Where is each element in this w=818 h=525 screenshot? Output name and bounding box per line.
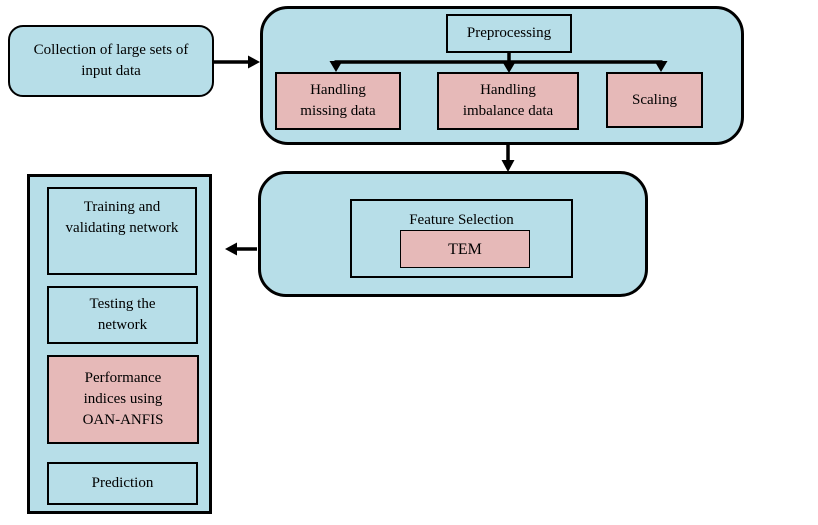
scaling-label: Scaling [632, 91, 677, 108]
feature-selection-label: Feature Selection [409, 212, 514, 228]
scaling-box: Scaling [606, 72, 703, 128]
testing-network-box: Testing the network [47, 286, 198, 344]
preprocessing-box: Preprocessing [446, 14, 572, 53]
testing-network-label: Testing the network [89, 296, 156, 333]
prediction-label: Prediction [91, 475, 154, 491]
arrow-collection-to-preprocessing [214, 55, 260, 69]
training-validating-label: Training and validating network [65, 199, 179, 236]
preprocessing-label: Preprocessing [466, 25, 552, 41]
prediction-box: Prediction [47, 462, 198, 505]
collection-box: Collection of large sets of input data [8, 25, 214, 97]
tem-label: TEM [448, 240, 482, 258]
performance-indices-box: Performance indices using OAN-ANFIS [47, 355, 199, 444]
arrow-feature-selection-to-network [225, 242, 257, 256]
tem-box: TEM [400, 230, 530, 268]
training-validating-box: Training and validating network [47, 187, 197, 275]
collection-label: Collection of large sets of input data [33, 42, 189, 79]
handling-imbalance-data-box: Handling imbalance data [437, 72, 579, 130]
handling-missing-data-box: Handling missing data [275, 72, 401, 130]
feature-selection-box: Feature Selection TEM [350, 199, 573, 278]
arrow-preprocessing-to-feature-selection [501, 145, 515, 172]
performance-indices-label: Performance indices using OAN-ANFIS [82, 370, 164, 428]
handling-imbalance-data-label: Handling imbalance data [462, 82, 554, 119]
handling-missing-data-label: Handling missing data [300, 82, 376, 119]
